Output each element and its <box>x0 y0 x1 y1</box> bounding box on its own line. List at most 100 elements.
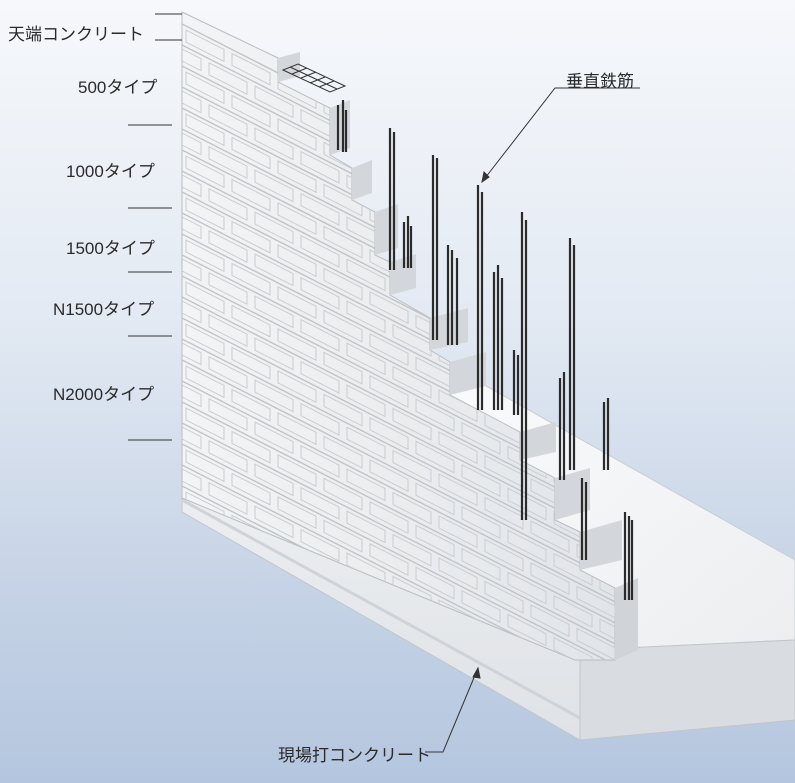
block-face <box>185 71 225 105</box>
block-face <box>369 333 409 367</box>
vertical-rebars <box>336 100 634 600</box>
block-face <box>599 576 615 610</box>
block-face <box>323 393 363 427</box>
block-face <box>182 122 202 156</box>
block-face <box>461 421 501 455</box>
block-face <box>185 239 225 273</box>
block-face <box>692 330 730 361</box>
block-face <box>369 291 409 325</box>
block-face <box>415 398 455 432</box>
block-face <box>553 552 593 586</box>
block-course-line <box>182 422 615 658</box>
block-face <box>323 435 363 469</box>
block-face <box>208 229 248 263</box>
type-500-label: 500タイプ <box>78 78 158 97</box>
block-face <box>369 417 409 451</box>
wall-front-face <box>181 11 616 661</box>
block-face <box>300 192 340 226</box>
block-face <box>484 286 524 320</box>
block-face <box>623 316 661 347</box>
block-face <box>715 447 753 478</box>
block-course-line <box>182 443 615 660</box>
block-face <box>576 585 615 619</box>
block-face <box>182 458 202 492</box>
block-face <box>300 276 340 310</box>
block-face <box>530 562 570 596</box>
block-face <box>231 52 271 86</box>
block-face <box>669 759 707 783</box>
block-face <box>599 408 615 442</box>
block-face <box>231 472 271 506</box>
block-face <box>346 258 386 292</box>
block-face <box>392 197 432 231</box>
block-face <box>182 248 202 282</box>
block-face <box>277 202 317 236</box>
block-face <box>323 477 363 511</box>
block-face <box>182 416 202 450</box>
block-face <box>277 118 317 152</box>
block-face <box>185 365 225 399</box>
block-face <box>346 132 386 166</box>
block-face <box>692 372 730 403</box>
block-face <box>369 459 409 493</box>
block-face <box>323 183 363 217</box>
block-face <box>623 358 661 389</box>
block-face <box>208 187 248 221</box>
block-face <box>392 365 432 399</box>
block-face <box>208 355 248 389</box>
block-face <box>599 618 615 652</box>
block-face <box>208 397 248 431</box>
block-face <box>185 113 225 147</box>
block-face <box>669 381 707 412</box>
block-face <box>692 456 730 487</box>
block-face <box>438 431 478 465</box>
block-face <box>392 533 432 567</box>
block-face <box>346 300 386 334</box>
block-face <box>507 571 547 605</box>
block-face <box>646 349 684 380</box>
block-face <box>346 342 386 376</box>
block-face <box>646 307 684 338</box>
block-face <box>300 402 340 436</box>
block-face <box>346 510 386 544</box>
block-face <box>461 505 501 539</box>
block-face <box>140 469 178 500</box>
block-face <box>415 440 455 474</box>
block-face <box>646 265 684 296</box>
block-face <box>530 520 570 554</box>
block-face <box>415 566 455 600</box>
block-face <box>140 427 178 458</box>
block-face <box>392 491 432 525</box>
block-face <box>182 164 202 198</box>
block-face <box>182 206 202 240</box>
block-face <box>669 423 707 454</box>
block-face <box>576 627 615 660</box>
block-course-line <box>182 359 615 595</box>
block-face <box>231 220 271 254</box>
block-face <box>599 366 615 400</box>
cast-in-place-leader-line <box>425 667 479 753</box>
block-face <box>231 304 271 338</box>
block-face <box>438 179 478 213</box>
block-face <box>208 439 248 473</box>
block-face <box>323 267 363 301</box>
block-face <box>392 407 432 441</box>
block-face <box>254 505 294 539</box>
block-face <box>185 29 225 63</box>
type-1500-label: 1500タイプ <box>66 239 155 258</box>
block-face <box>715 405 753 436</box>
block-face <box>530 226 570 260</box>
block-face <box>231 346 271 380</box>
block-face <box>623 400 661 431</box>
block-face <box>277 244 317 278</box>
block-face <box>553 636 593 660</box>
block-face <box>369 501 409 535</box>
block-face <box>623 274 661 305</box>
block-face <box>461 547 501 581</box>
block-face <box>277 370 317 404</box>
block-face <box>300 444 340 478</box>
block-face <box>300 150 340 184</box>
block-face <box>576 291 615 325</box>
block-face <box>415 146 455 180</box>
block-face <box>392 449 432 483</box>
